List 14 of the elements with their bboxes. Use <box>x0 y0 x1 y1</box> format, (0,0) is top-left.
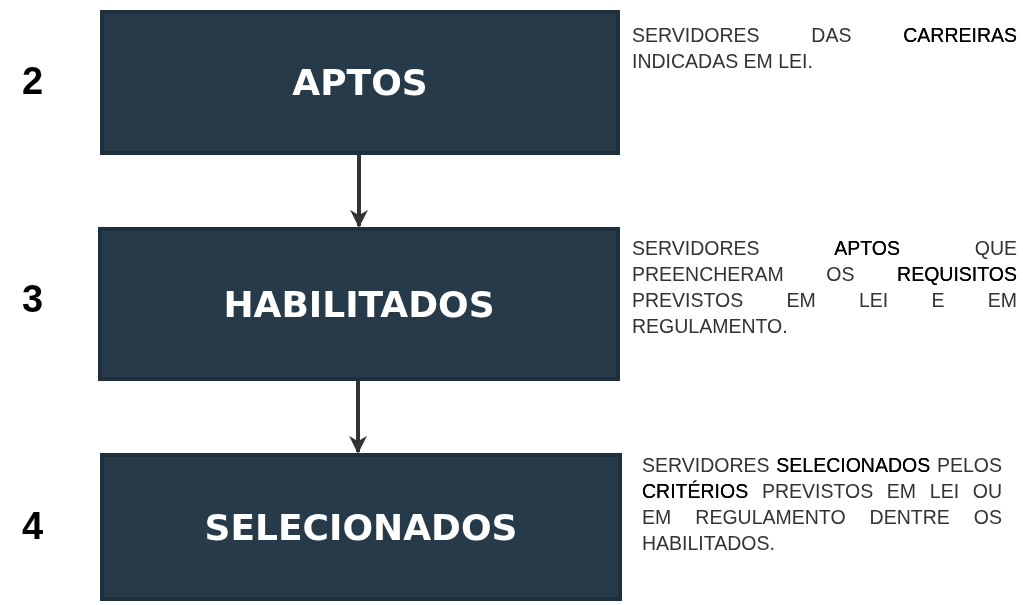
box-label: HABILITADOS <box>223 283 495 325</box>
step-number: 3 <box>22 278 44 321</box>
arrow <box>350 155 368 228</box>
arrow <box>349 381 367 454</box>
process-box <box>100 453 622 601</box>
description-text: SERVIDORES SELECIONADOS PELOS CRITÉRIOS PREVISTOS EM LEI OU EM REGULAMENTO DENTRE OS HABILITADOS. <box>642 453 1002 556</box>
description-text: SERVIDORES DAS CARREIRAS INDICADAS EM LEI. <box>632 23 1017 74</box>
step-number: 2 <box>22 60 44 103</box>
process-box <box>100 10 620 155</box>
step-number: 4 <box>22 505 44 548</box>
box-label: SELECIONADOS <box>204 506 518 548</box>
box-label: APTOS <box>292 62 428 103</box>
process-box <box>98 227 620 381</box>
description-text: SERVIDORES APTOS QUE PREENCHERAM OS REQUISITOS PREVISTOS EM LEI E EM REGULAMENTO. <box>632 236 1017 339</box>
